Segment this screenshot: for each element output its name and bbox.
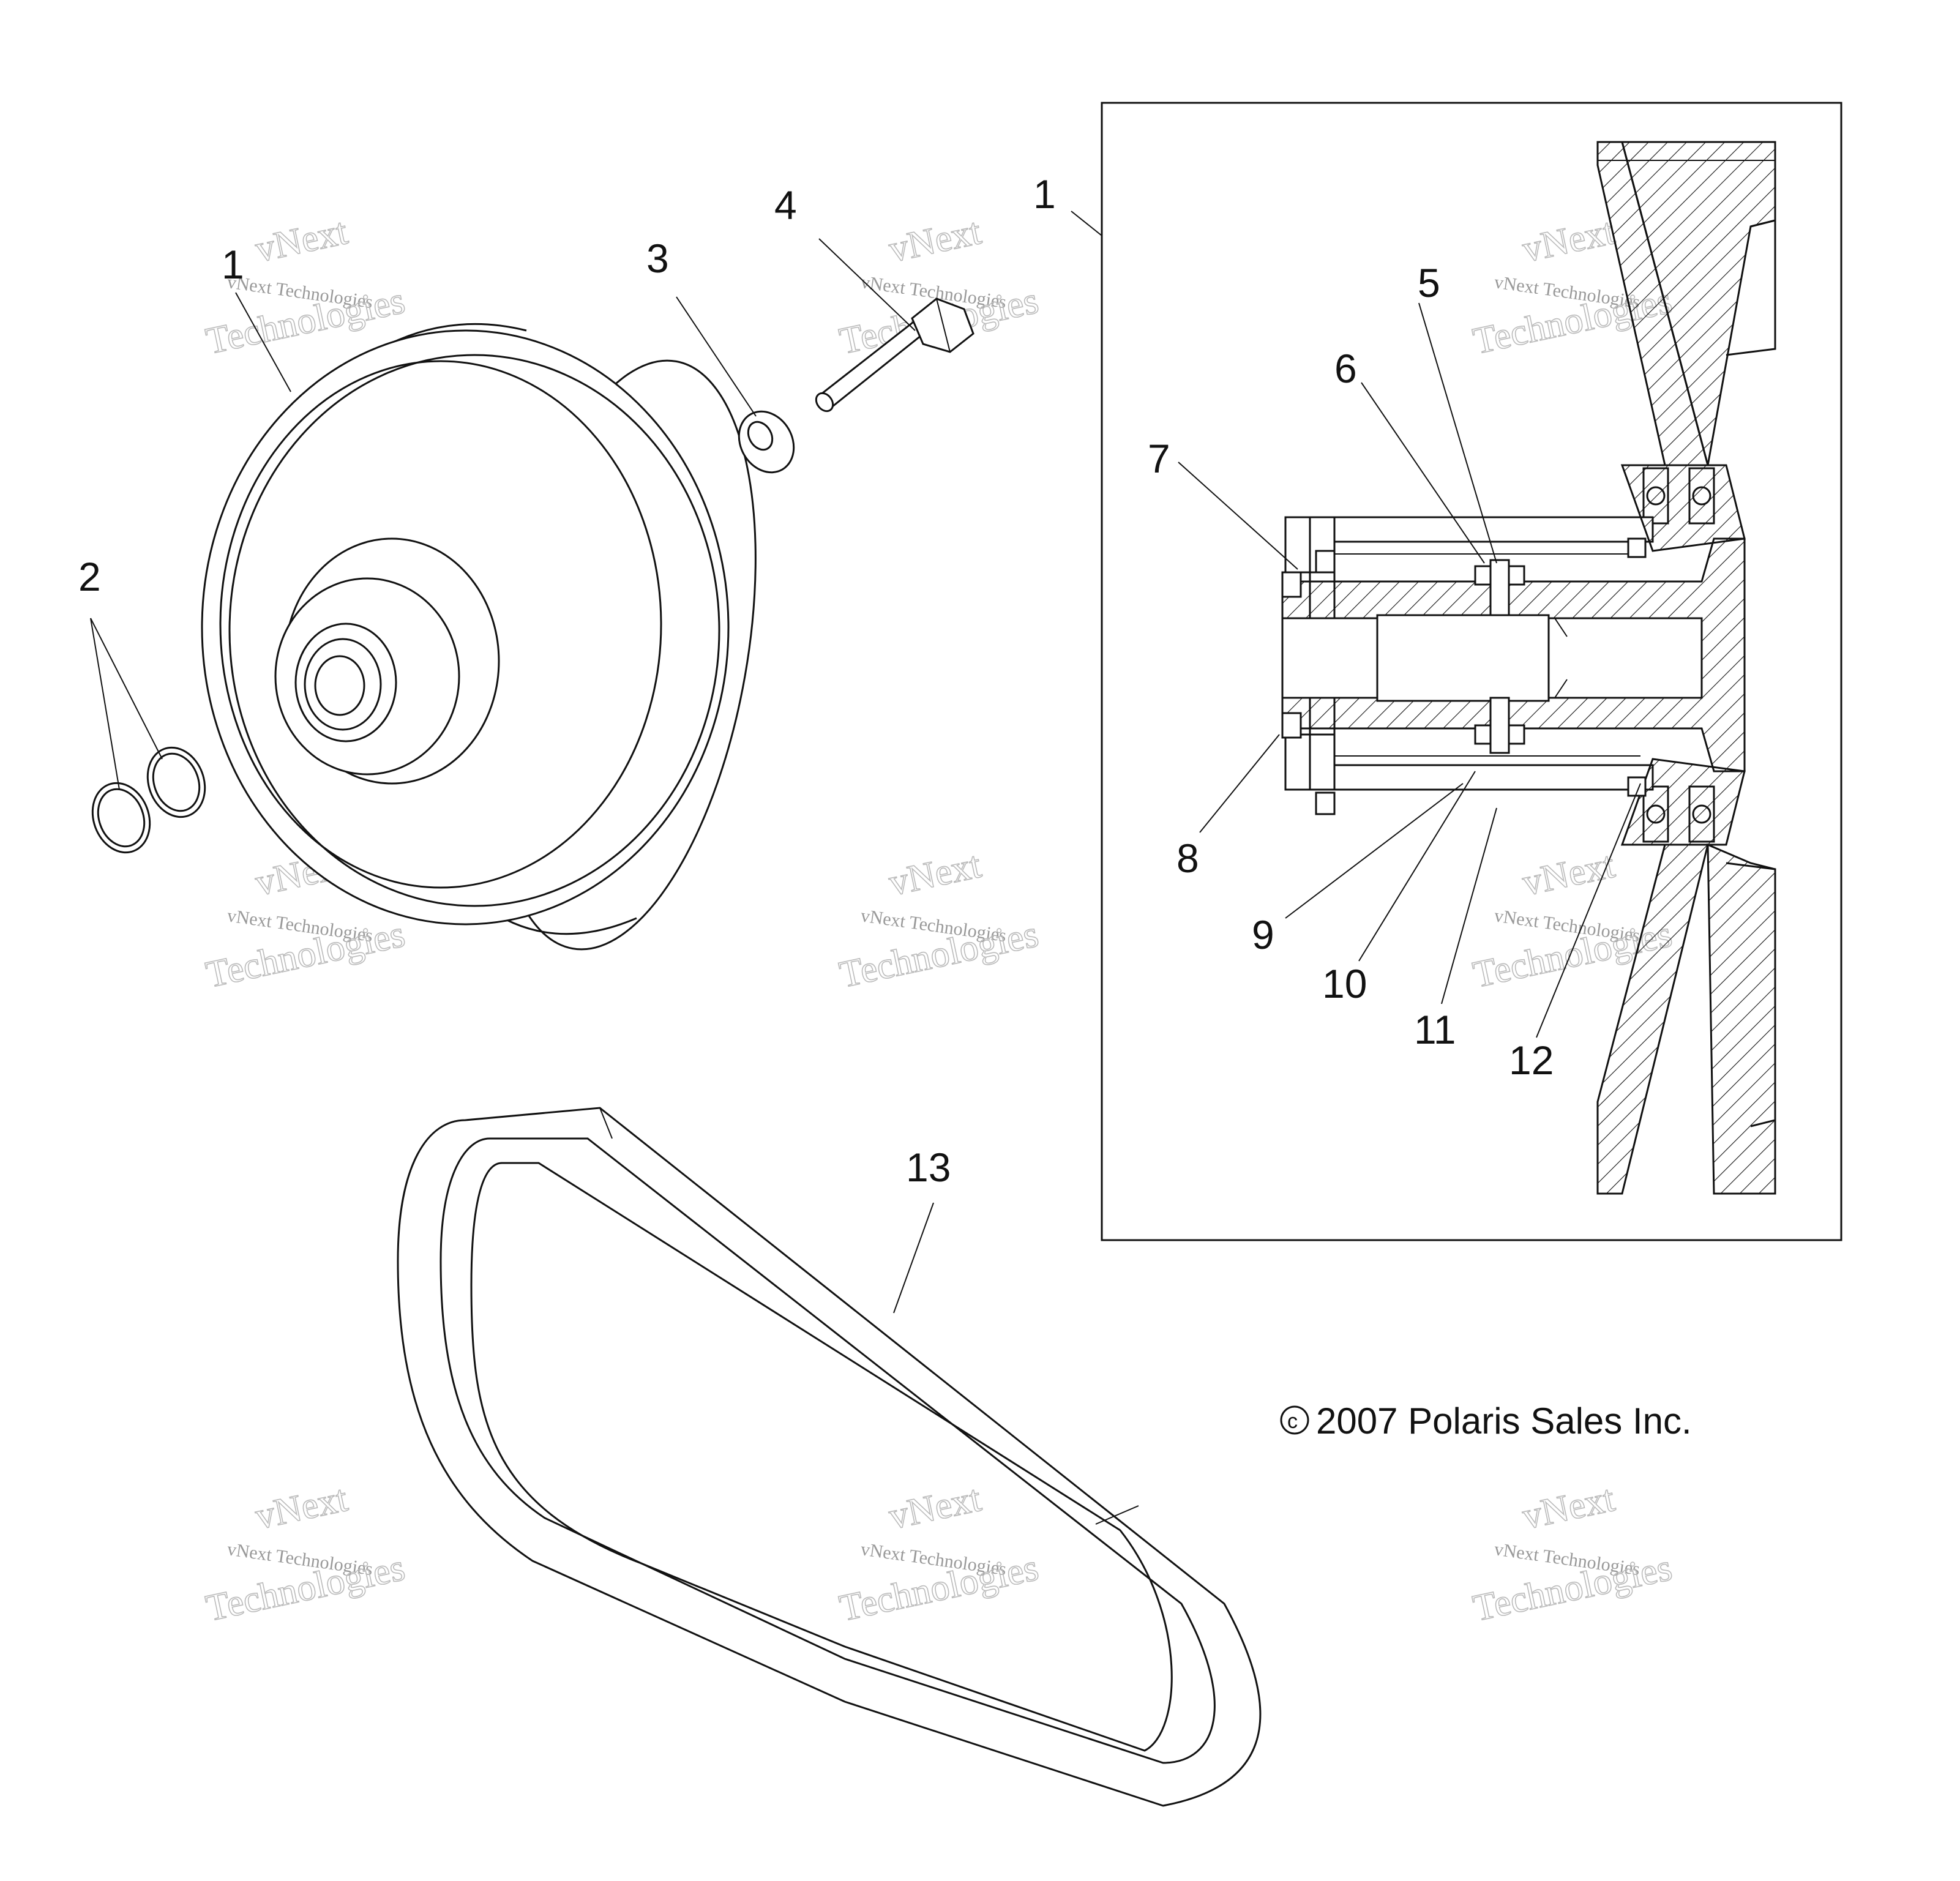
callout-label: 1 [222,242,244,287]
copyright-text: 2007 Polaris Sales Inc. [1316,1400,1692,1442]
svg-text:vNext: vNext [1519,211,1618,271]
leader-line [1536,783,1641,1038]
sheave-upper-flange [1726,219,1776,356]
callout-label: 10 [1322,961,1367,1006]
leader-line [1178,462,1298,570]
bolt-head-facet [936,298,951,353]
belt-inner-surface [470,1162,1173,1752]
callout-label: 13 [906,1145,951,1190]
seal [1281,571,1302,598]
leader-line [1418,302,1497,564]
callout-label: 11 [1414,1007,1456,1052]
hub-bore-ring-inner [304,638,382,731]
leader-line [90,618,120,790]
watermark: vNext Technologies vNext Technologies [1469,1477,1676,1630]
hub-flange-bottom [1620,758,1746,846]
seals [1281,537,1647,815]
watermark: vNext Technologies vNext Technologies [836,1477,1042,1630]
svg-text:vNext: vNext [885,211,984,271]
leader-line [1361,382,1485,564]
washer-outer [738,410,795,474]
leader-lines [90,211,1641,1314]
o-ring-section [1627,776,1647,797]
callout-label: 1 [1033,171,1056,217]
housing-cap-bottom [1284,733,1336,791]
callout-label: 4 [774,182,797,228]
svg-text:vNext: vNext [1519,1478,1618,1538]
o-ring-inner [97,788,146,848]
leader-line [1199,734,1280,833]
leader-line [1071,211,1102,236]
sheave-upper-rim [1597,141,1776,161]
o-ring [146,746,206,818]
washer [738,410,795,474]
bore-taper [1554,679,1568,698]
watermark: vNext Technologies vNext Technologies [202,1477,409,1630]
bore-taper [1554,618,1568,637]
drive-belt [397,1107,1262,1807]
leader-line [1285,783,1464,919]
sheave-lower-left [1596,843,1709,1195]
copyright-symbol-letter-icon: c [1287,1410,1298,1433]
callout-label: 5 [1418,260,1440,305]
copyright-notice: c 2007 Polaris Sales Inc. [1280,1400,1692,1442]
callout-label: 8 [1176,836,1199,881]
o-ring-section [1627,537,1647,558]
leader-line [676,296,757,417]
svg-text:vNext: vNext [252,1478,351,1538]
belt-outer-edge [397,1107,1262,1807]
belt-inner-edge [440,1137,1216,1764]
sheave-lower-flange [1726,862,1776,1127]
clutch-assembly [201,323,757,951]
washer-hole [747,421,774,451]
bolt [815,297,974,413]
section-frame [1101,102,1842,1241]
bolt-tip [815,392,834,413]
copyright-symbol-icon [1280,1405,1309,1435]
front-sheave-face [219,360,662,889]
pin [1489,559,1510,616]
callout-label: 3 [646,236,669,281]
seal [1281,712,1302,739]
leader-line [893,1202,934,1314]
leader-line [1441,807,1497,1004]
hub-bore [314,655,365,716]
belt-seam [599,1107,613,1139]
o-ring-section [1315,791,1336,815]
leader-line [1358,771,1476,962]
callout-label: 6 [1334,346,1357,391]
callout-label: 9 [1252,912,1274,957]
sheave-lower-right [1707,843,1776,1195]
callout-label: 12 [1509,1038,1554,1083]
leader-line [235,292,291,392]
cross-section-view [1101,102,1842,1241]
callout-label: 2 [78,554,101,599]
hub-flange-top [1620,464,1746,552]
belt-seam [1095,1505,1139,1525]
svg-text:vNext: vNext [252,211,351,271]
o-ring [91,782,151,854]
leader-line [818,238,916,331]
callout-labels: 1 2 3 4 1 5 6 7 8 9 10 11 12 13 [78,171,1554,1190]
leader-line [90,618,163,760]
watermark: vNext Technologies vNext Technologies [836,843,1042,997]
front-sheave-ring [228,354,720,907]
o-rings [91,746,206,854]
callout-label: 7 [1148,436,1170,481]
o-ring-inner [152,752,201,812]
bore-center [1376,614,1550,702]
o-ring-section [1315,550,1336,574]
pin [1489,697,1510,754]
svg-text:vNext: vNext [885,844,984,904]
svg-text:vNext: vNext [885,1478,984,1538]
